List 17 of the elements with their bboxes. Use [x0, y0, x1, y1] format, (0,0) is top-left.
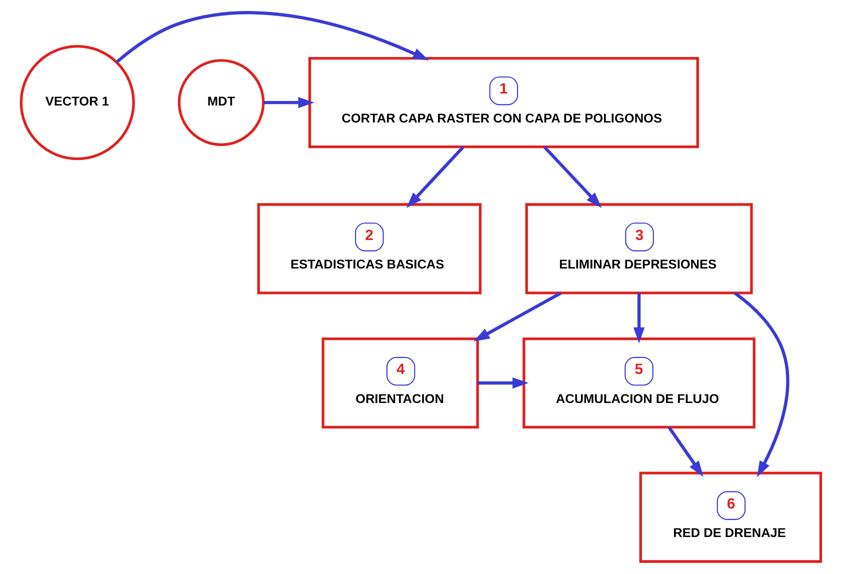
node-box: 4 ORIENTACION [321, 337, 478, 429]
arrow [477, 377, 528, 389]
node-box: 5 ACUMULACION DE FLUJO [522, 337, 755, 429]
node-box: 1 CORTAR CAPA RASTER CON CAPA DE POLIGONOS [308, 57, 698, 148]
arrow [667, 426, 703, 477]
arrow [632, 293, 644, 344]
arrow [473, 292, 562, 342]
node-box: 2 ESTADISTICAS BASICAS [256, 203, 482, 294]
arrow [733, 292, 789, 478]
arrow [542, 146, 602, 208]
arrow [262, 96, 314, 108]
node-box: 6 RED DE DRENAJE [638, 472, 822, 563]
node-circle: MDT [177, 59, 264, 146]
node-box: 3 ELIMINAR DEPRESIONES [524, 203, 752, 294]
node-circle: VECTOR 1 [19, 45, 134, 160]
arrow [115, 11, 428, 64]
arrow [406, 146, 464, 208]
